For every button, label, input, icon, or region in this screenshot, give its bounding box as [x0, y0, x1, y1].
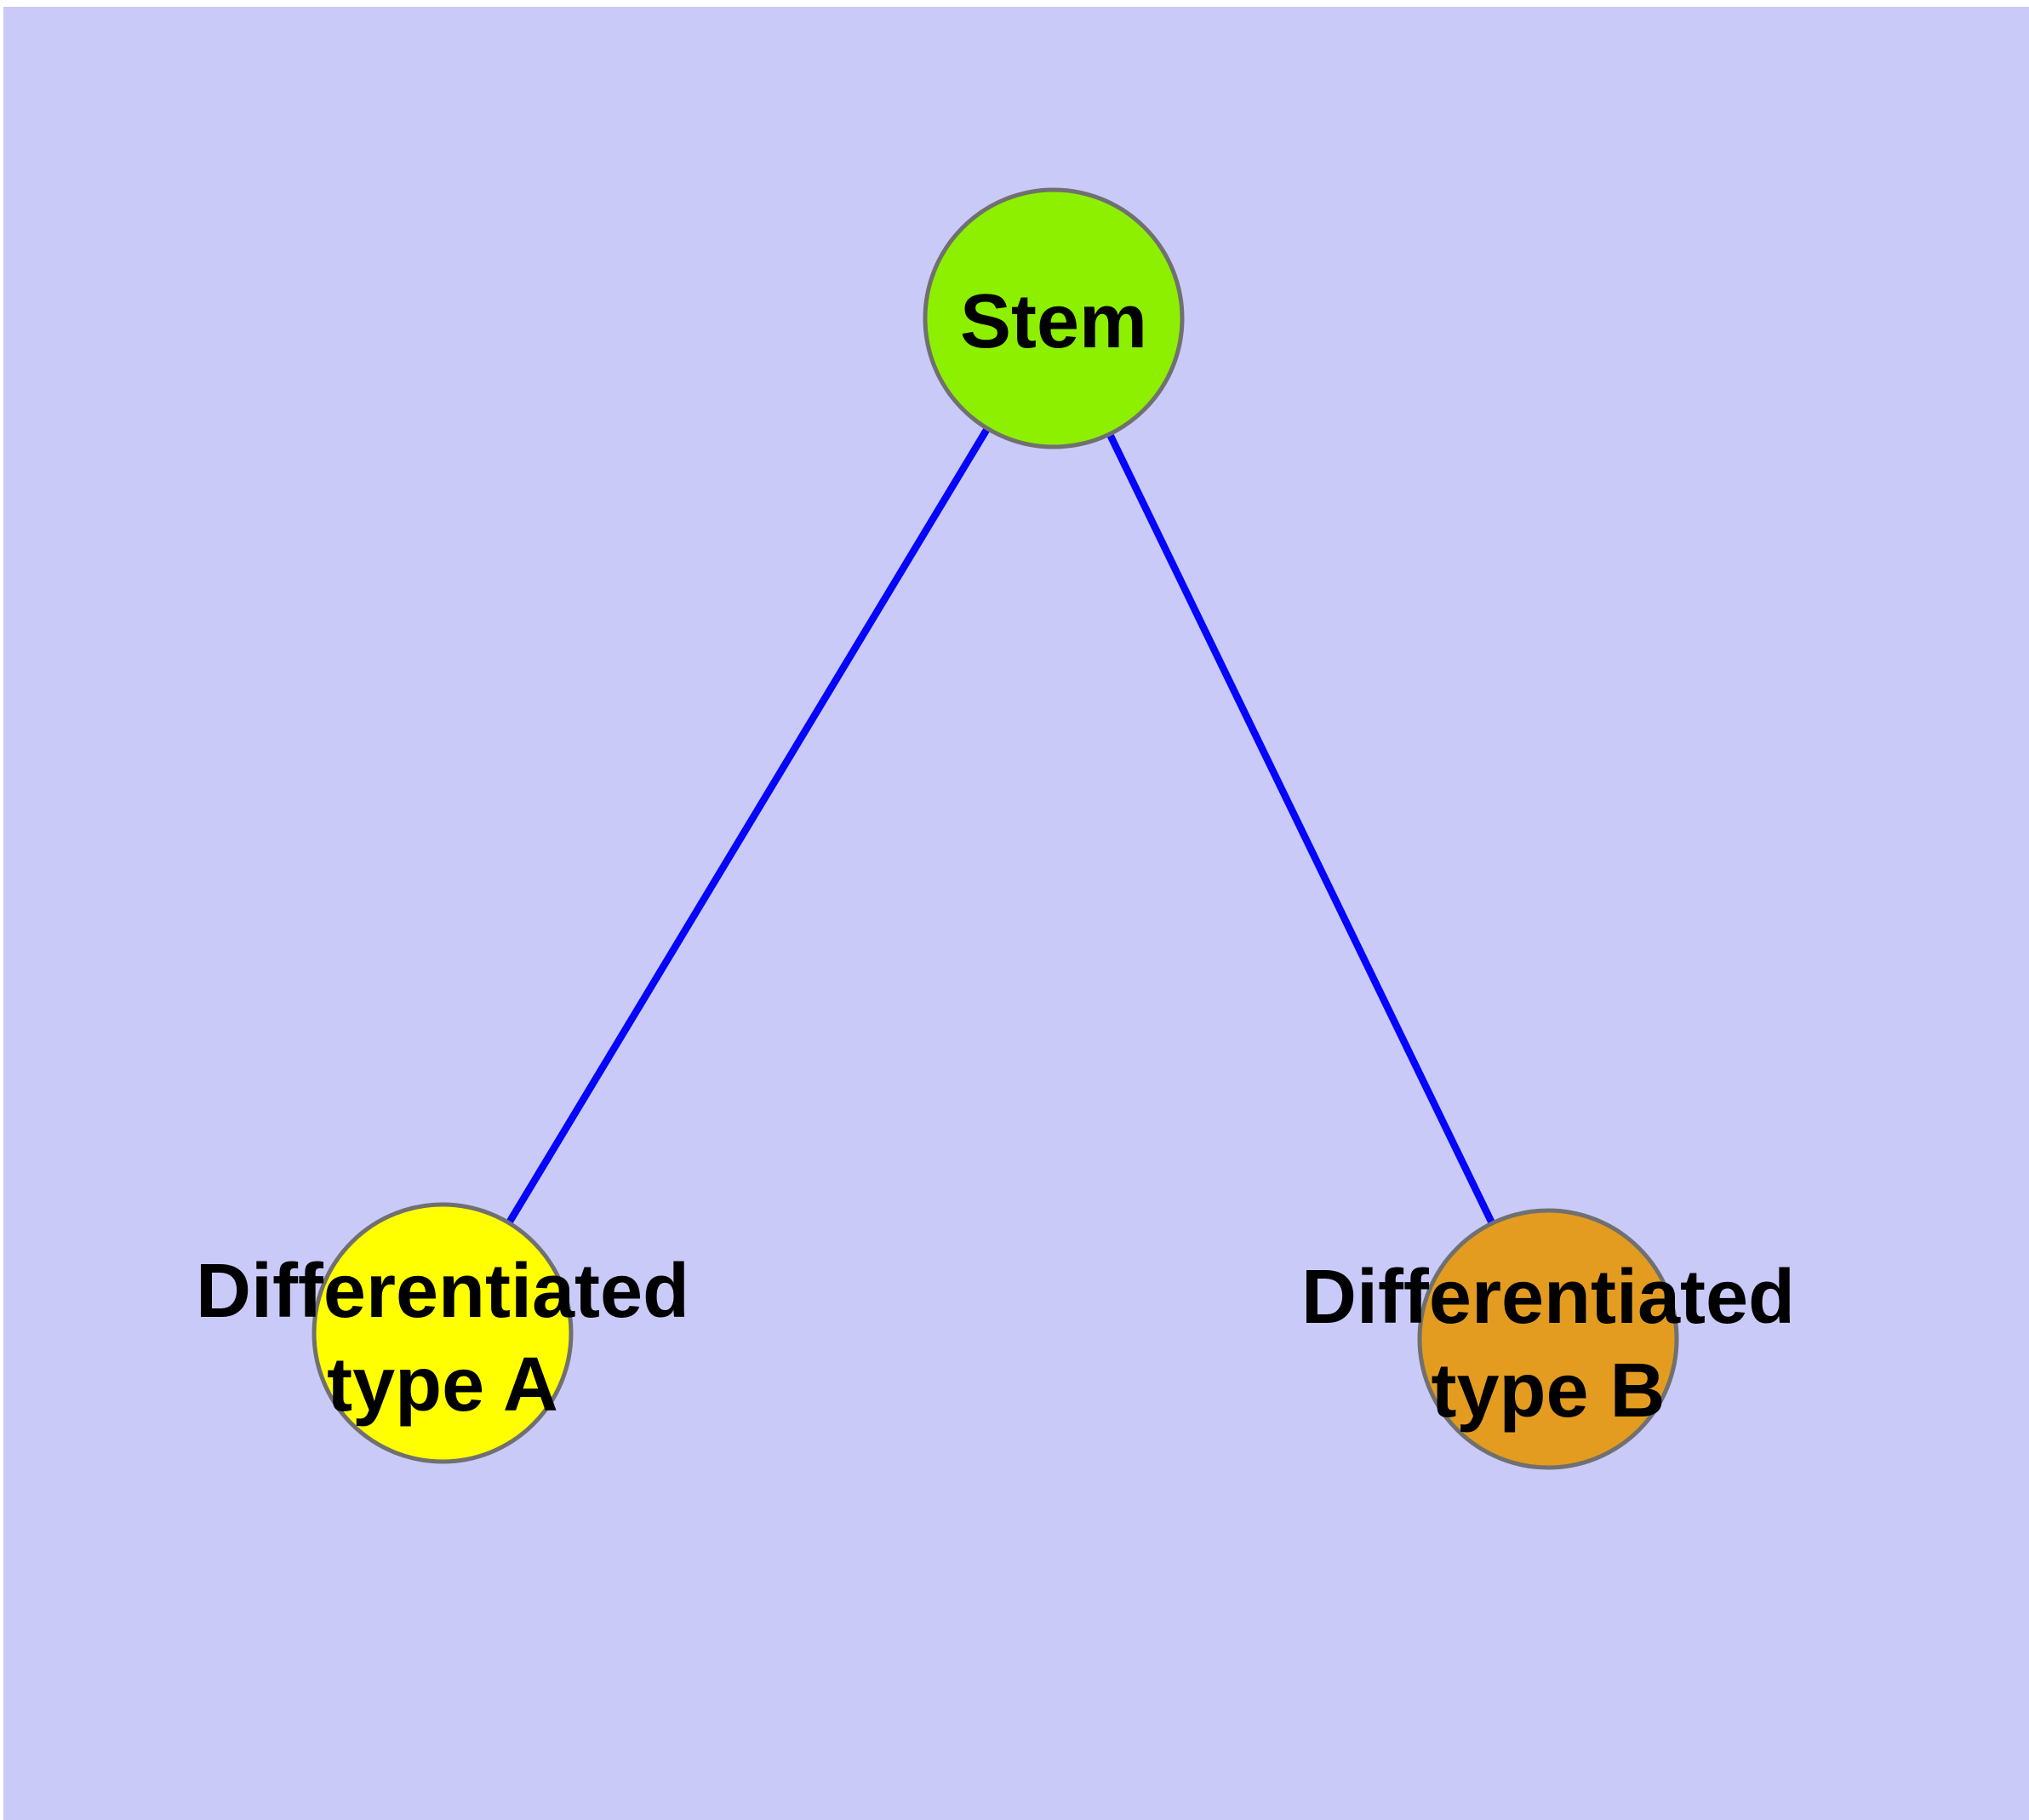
edge-stem-to-type-b [1050, 317, 1552, 1341]
node-type-a-label-line1: Differentiated [196, 1249, 689, 1334]
node-type-b-label-line2: type B [1431, 1348, 1665, 1434]
node-stem-circle [923, 187, 1185, 449]
node-type-b-circle [1417, 1208, 1679, 1470]
node-type-a-circle [311, 1202, 574, 1464]
edge-stem-to-type-a [439, 316, 1057, 1336]
node-type-b-label-line1: Differentiated [1301, 1255, 1795, 1340]
node-stem-label: Stem [960, 279, 1147, 364]
node-type-a-label-line2: type A [327, 1342, 558, 1428]
